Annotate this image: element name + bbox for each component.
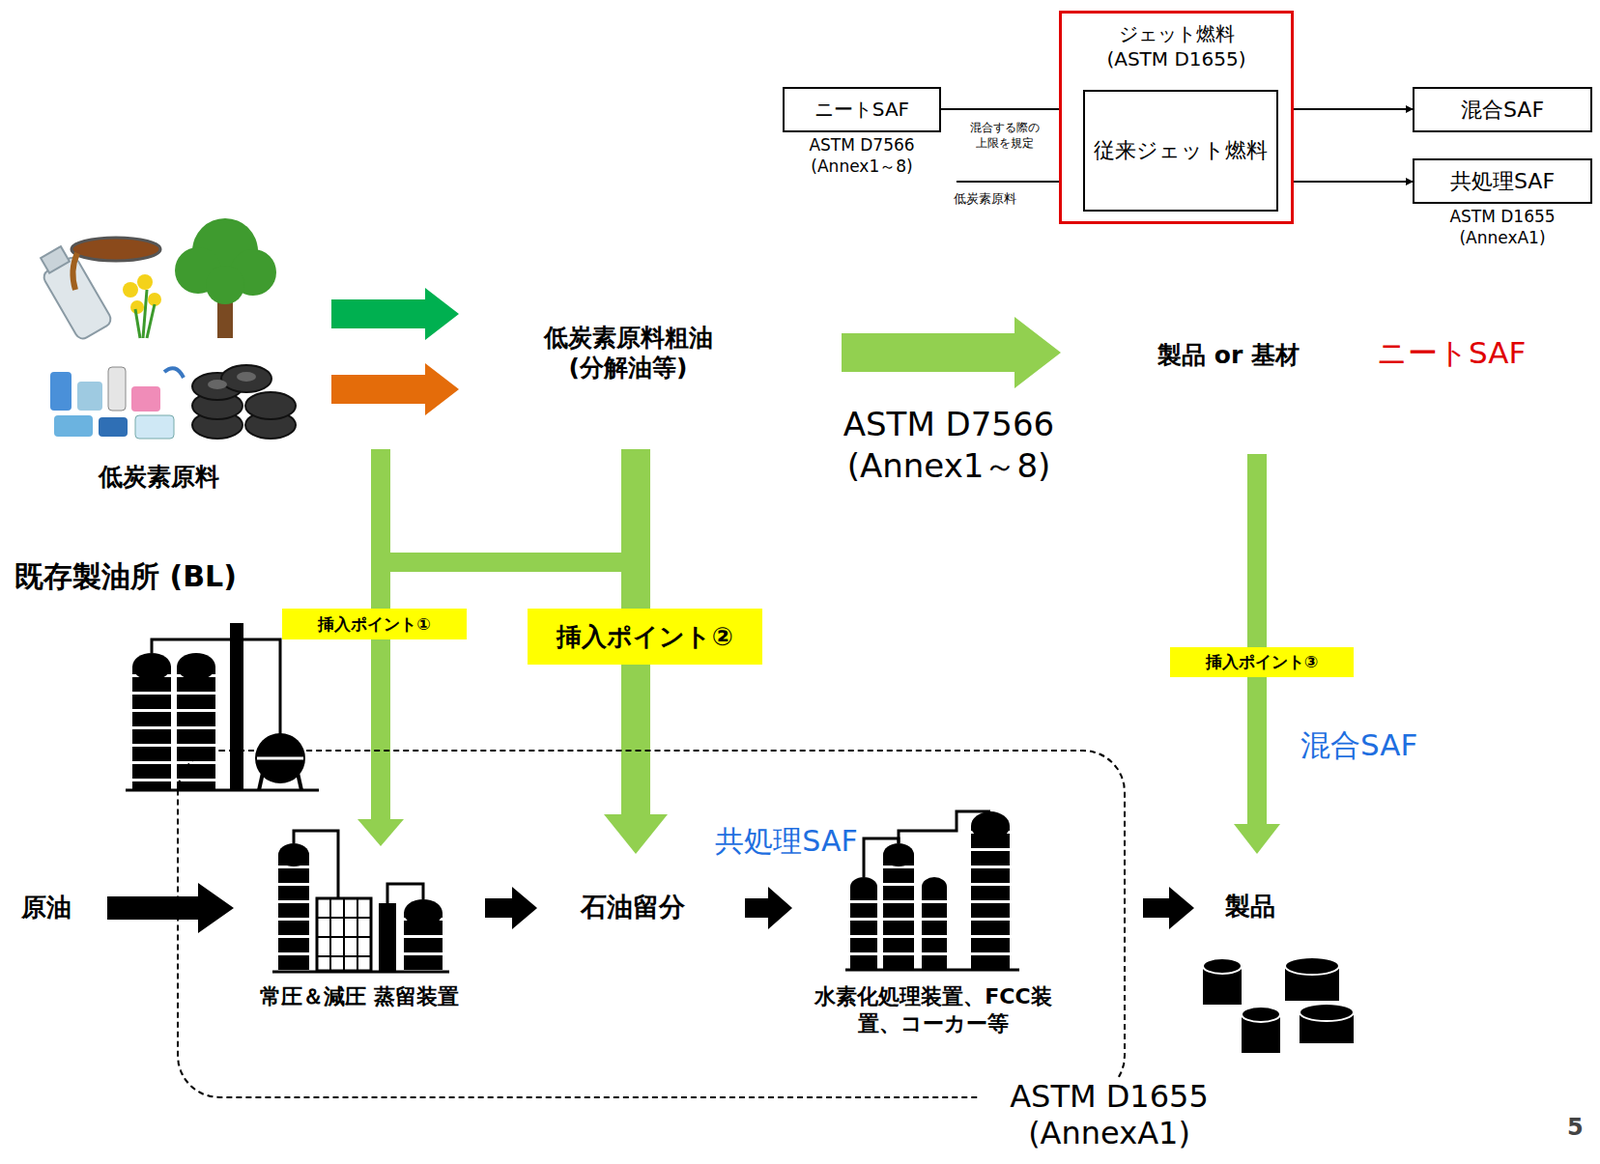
- text-label: 低炭素原料: [953, 191, 1017, 207]
- text-label: 石油留分: [580, 890, 686, 924]
- node-text: 挿入ポイント②: [556, 620, 733, 655]
- edge-label: 混合する際の上限を規定: [965, 119, 1045, 151]
- text-label: 常圧＆減圧 蒸留装置: [257, 983, 461, 1011]
- refinery-boundary: ASTM D1655 (AnnexA1): [176, 749, 1126, 1099]
- node-text: 挿入ポイント①: [317, 613, 430, 636]
- node-text: 混合SAF: [1460, 95, 1544, 125]
- feed-arrow: [956, 180, 1075, 183]
- text-label: 混合SAF: [1300, 726, 1418, 765]
- process-box: 従来ジェット燃料: [1083, 89, 1279, 212]
- text-label: 製品 or 基材: [1157, 340, 1300, 371]
- node-text: 共処理SAF: [1450, 167, 1555, 197]
- text-label: 原油: [21, 891, 72, 924]
- insertion-callout: 挿入ポイント①: [282, 608, 467, 640]
- process-arrow: [841, 316, 1061, 389]
- node-text: ニートSAF: [814, 96, 910, 123]
- flow-connector: [1278, 108, 1413, 111]
- flow-connector: [1278, 180, 1413, 183]
- caption-text: ASTM D1655 (AnnexA1): [1420, 205, 1585, 249]
- group-box: ジェット燃料 (ASTM D1655) 従来ジェット燃料: [1058, 10, 1294, 225]
- insertion-callout: 挿入ポイント②: [527, 608, 763, 665]
- node-text: 従来ジェット燃料: [1093, 136, 1268, 166]
- text-label: ニートSAF: [1376, 334, 1526, 372]
- node-text: ASTM D1655 (AnnexA1): [977, 1078, 1241, 1153]
- text-label: 水素化処理装置、FCC装置、コーカー等: [812, 983, 1055, 1037]
- flow-arrows: [107, 883, 1195, 934]
- refinery-icon: [125, 623, 319, 791]
- product-barrels: [1202, 957, 1354, 1054]
- caption-text: ASTM D7566 (Annex1～8): [779, 134, 944, 177]
- output-box: 混合SAF: [1412, 86, 1593, 133]
- upgrading-units-icon: [845, 811, 1020, 971]
- text-label: 低炭素原料: [98, 461, 220, 492]
- text-label: 製品: [1225, 890, 1276, 923]
- insertion-callout: 挿入ポイント③: [1170, 647, 1354, 678]
- text-label: 既存製油所 (BL): [14, 558, 237, 596]
- text-label: ASTM D7566 (Annex1～8): [794, 403, 1104, 486]
- node-text: 挿入ポイント③: [1205, 651, 1318, 674]
- green-arrow: [331, 287, 459, 341]
- distillation-icon: [272, 830, 450, 972]
- feedstock-art: [33, 218, 296, 439]
- orange-arrow: [331, 363, 459, 416]
- text-label: 共処理SAF: [714, 823, 858, 860]
- node-text: ジェット燃料 (ASTM D1655): [1094, 21, 1259, 72]
- text-label: 5: [1567, 1113, 1584, 1143]
- process-box: ニートSAFASTM D7566 (Annex1～8): [782, 86, 942, 133]
- output-box: 共処理SAFASTM D1655 (AnnexA1): [1412, 158, 1593, 204]
- text-label: 低炭素原料粗油 (分解油等): [512, 322, 744, 384]
- insertion-arrows: [357, 449, 1281, 855]
